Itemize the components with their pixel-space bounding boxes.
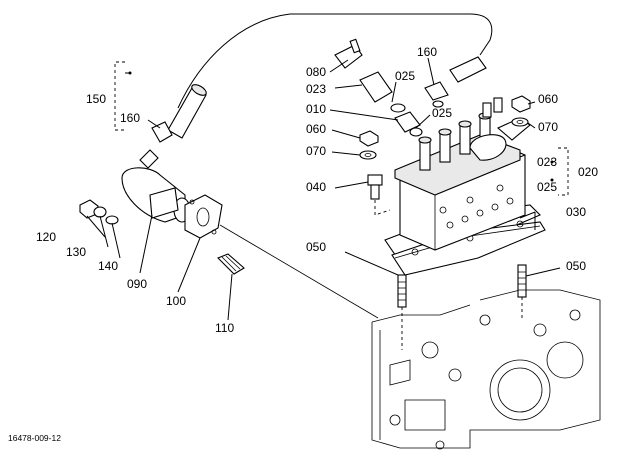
callout-020: 020 xyxy=(578,165,598,179)
bracket-020 xyxy=(558,147,569,196)
callout-130: 130 xyxy=(66,245,86,259)
pump-ports xyxy=(439,184,514,229)
callout-070: 070 xyxy=(306,144,326,158)
injection-pump xyxy=(394,97,531,251)
fuel-hose-line xyxy=(177,13,493,109)
callout-080: 080 xyxy=(306,65,326,79)
governor-cover xyxy=(469,134,507,161)
callout-120: 120 xyxy=(36,230,56,244)
leader-lines xyxy=(86,57,561,321)
bleeder-bolt-040 xyxy=(367,174,391,216)
callout-140: 140 xyxy=(98,259,118,273)
callout-090: 090 xyxy=(127,277,147,291)
callout-labels: 080 023 025 160 010 025 060 070 060 070 … xyxy=(36,45,598,335)
nut-washer-right xyxy=(511,95,531,127)
fuel-feed-pump-assembly xyxy=(79,84,245,275)
callout-060: 060 xyxy=(306,122,326,136)
callout-110: 110 xyxy=(215,321,234,335)
stud-bolts-050 xyxy=(397,264,527,350)
bracket-150 xyxy=(114,61,125,131)
callout-070: 070 xyxy=(538,120,558,134)
callout-030: 030 xyxy=(566,205,586,219)
callout-100: 100 xyxy=(166,294,186,308)
callout-023: 023 xyxy=(537,155,557,169)
engine-block xyxy=(371,289,601,450)
callout-025: 025 xyxy=(395,69,415,83)
callout-010: 010 xyxy=(306,102,326,116)
nut-washer-left xyxy=(359,130,379,160)
mounting-reference-line xyxy=(219,224,379,319)
drawing-id: 16478-009-12 xyxy=(8,433,61,443)
delivery-valve-holders xyxy=(418,97,503,171)
marker-dot xyxy=(550,160,554,164)
callout-060: 060 xyxy=(538,92,558,106)
callout-050: 050 xyxy=(566,259,586,273)
banjo-fitting-assembly xyxy=(334,38,487,137)
callout-025: 025 xyxy=(537,180,557,194)
callout-050: 050 xyxy=(306,240,326,254)
marker-dot xyxy=(550,178,554,182)
callout-160: 160 xyxy=(120,111,140,125)
callout-160: 160 xyxy=(417,45,437,59)
callout-023: 023 xyxy=(306,82,326,96)
callout-040: 040 xyxy=(306,180,326,194)
marker-dot xyxy=(128,71,132,75)
callout-025: 025 xyxy=(432,106,452,120)
callout-150: 150 xyxy=(86,92,106,106)
